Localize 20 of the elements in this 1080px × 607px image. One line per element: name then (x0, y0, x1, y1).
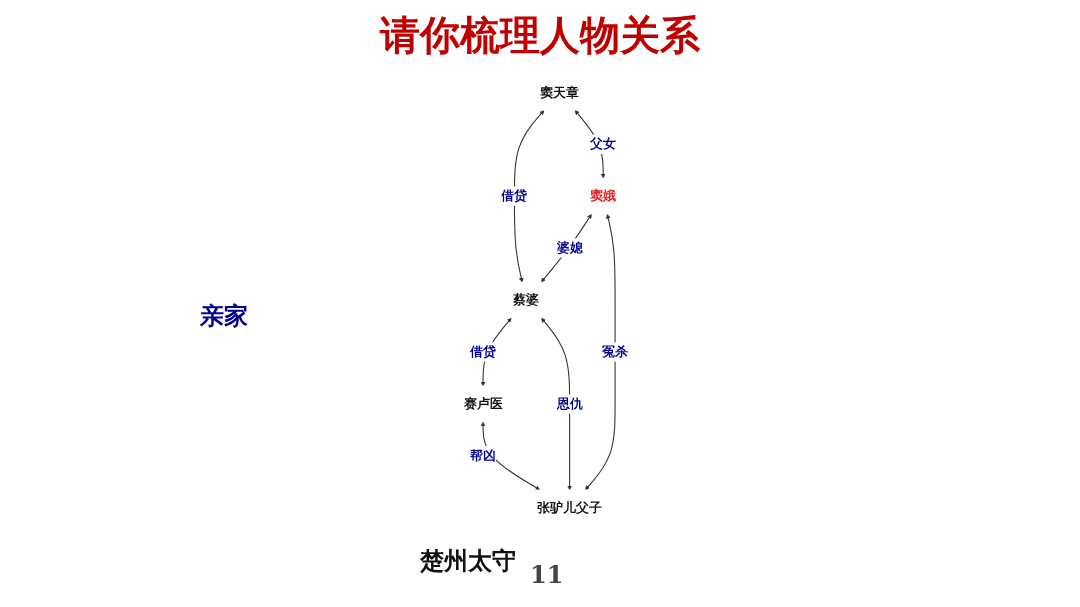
node-text: 窦娥 (590, 187, 617, 204)
node-text: 窦天章 (540, 84, 580, 100)
arrow (585, 213, 616, 491)
arrow (541, 213, 592, 283)
edge-label: 借贷 (470, 343, 497, 360)
diagram-title: 请你梳理人物关系 (378, 10, 701, 60)
edge-label: 婆媳 (556, 239, 583, 256)
text-label: 11 (530, 560, 564, 589)
edge-label: 借贷 (501, 187, 528, 204)
node-text: 蔡婆 (513, 291, 540, 308)
edge-label: 恩仇 (556, 395, 583, 412)
edge-label: 帮凶 (470, 447, 497, 464)
node-text: 张驴儿父子 (537, 499, 603, 516)
edge-label: 冤杀 (602, 343, 629, 360)
arrow (541, 317, 573, 491)
text-label: 楚州太守 (420, 545, 516, 577)
node-text: 赛卢医 (463, 395, 503, 412)
edge-label: 父女 (590, 136, 617, 152)
text-label: 亲家 (200, 300, 248, 332)
arrow (514, 110, 545, 283)
